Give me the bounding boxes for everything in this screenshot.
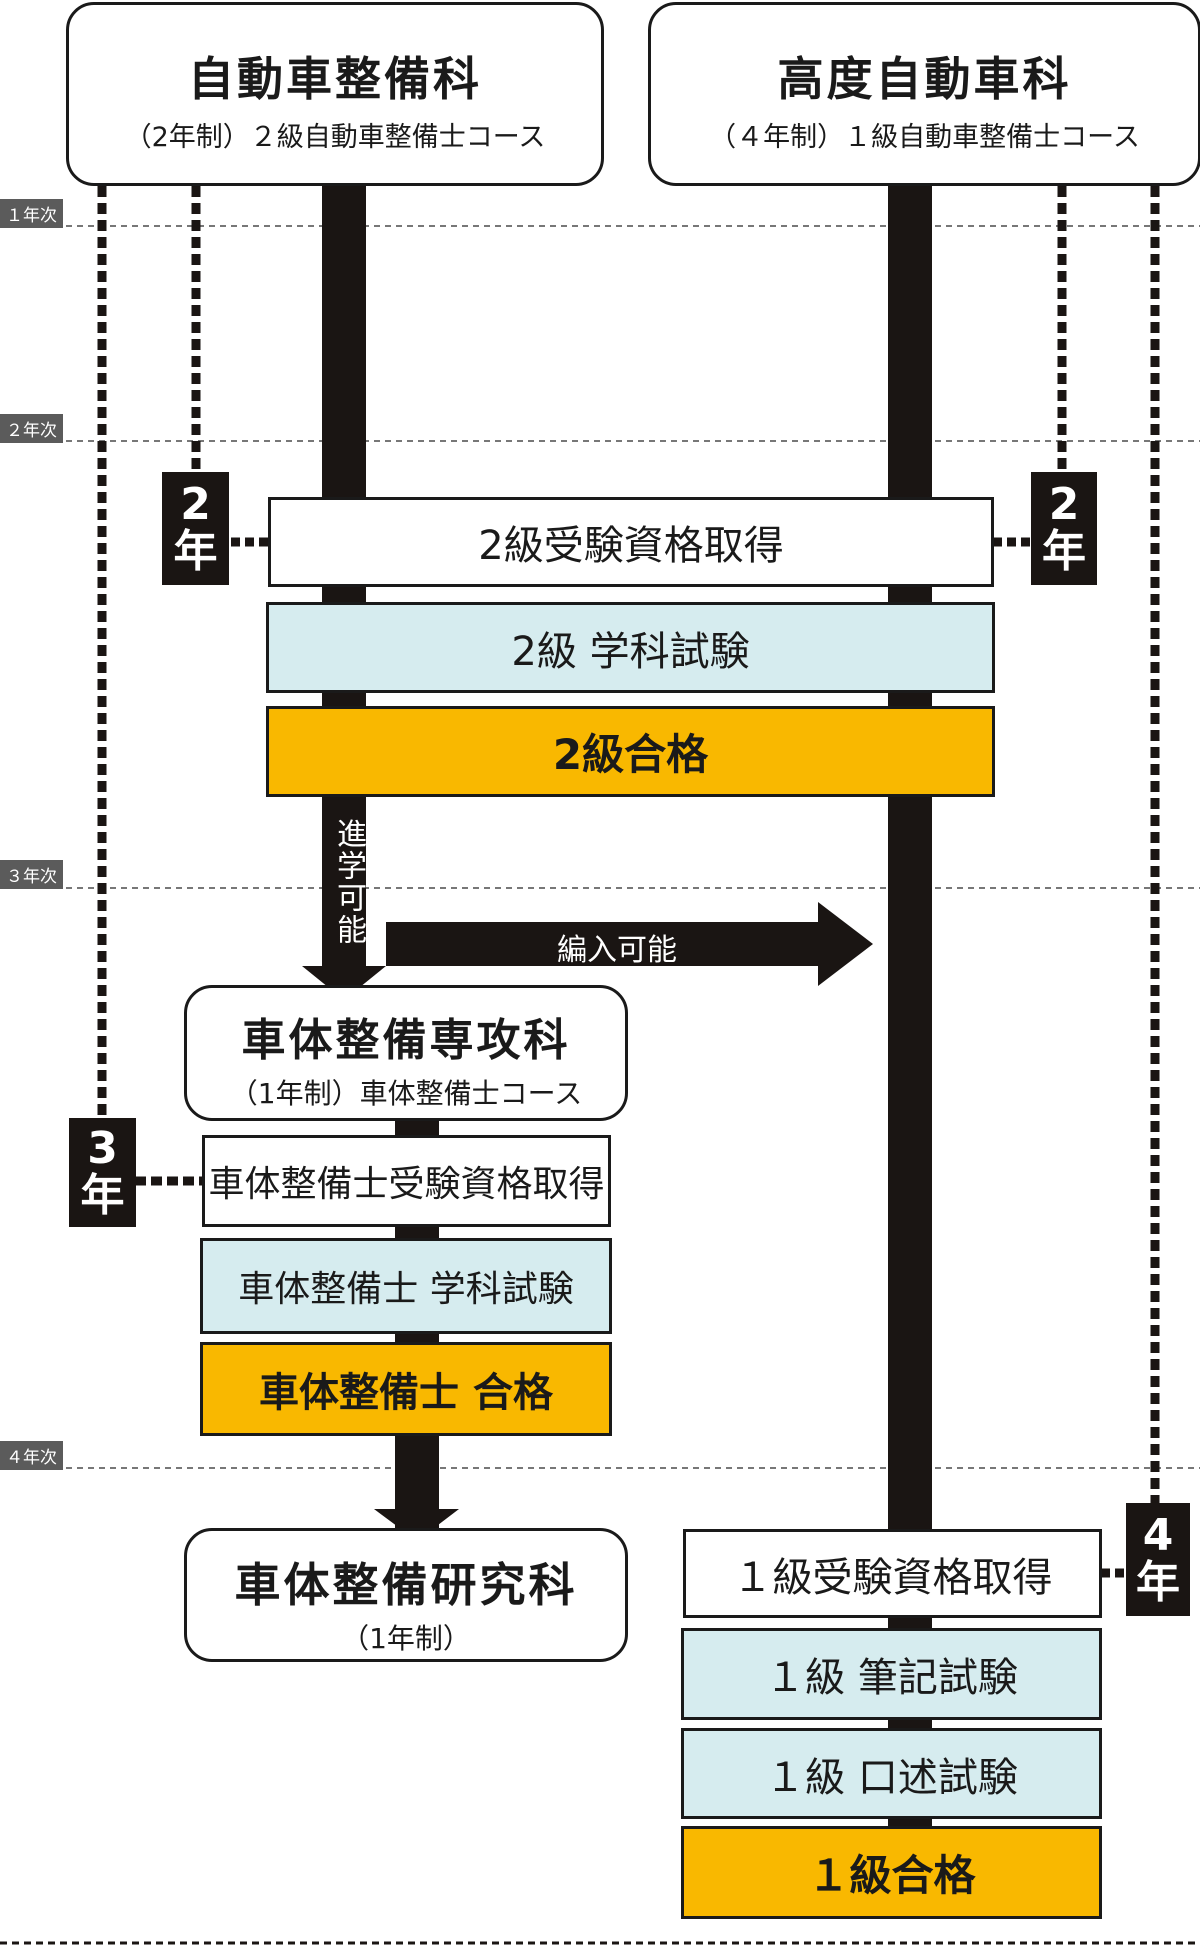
body-exam-box: 車体整備士 学科試験 xyxy=(200,1238,612,1334)
course-title-right: 高度自動車科 xyxy=(777,52,1072,106)
advance-arrow-shaft xyxy=(322,816,366,966)
body-pass-box: 車体整備士 合格 xyxy=(200,1342,612,1436)
badge-4year: 4 年 xyxy=(1126,1503,1190,1616)
badge-3year-unit: 年 xyxy=(80,1169,125,1221)
transfer-arrow-head xyxy=(818,902,873,986)
research-course-box: 車体整備研究科 （1年制） xyxy=(184,1528,628,1662)
bar-grade1-a xyxy=(888,1617,932,1631)
body-course-box: 車体整備専攻科 （1年制）車体整備士コース xyxy=(184,985,628,1121)
grade1-qualify-box: １級受験資格取得 xyxy=(683,1529,1102,1618)
research-arrow-head xyxy=(374,1509,459,1541)
course-subtitle-right: （４年制）１級自動車整備士コース xyxy=(709,122,1140,153)
badge-3year: 3 年 xyxy=(69,1118,136,1227)
badge-4year-unit: 年 xyxy=(1136,1556,1180,1608)
bar-body xyxy=(395,1086,439,1386)
course-subtitle-left: （2年制）２級自動車整備士コース xyxy=(124,122,546,153)
grade1-written-box: １級 筆記試験 xyxy=(681,1628,1102,1720)
bar-grade1-b xyxy=(888,1717,932,1731)
badge-4year-num: 4 xyxy=(1142,1510,1174,1562)
badge-2year-right-num: 2 xyxy=(1048,479,1080,531)
bar-right xyxy=(888,186,932,1531)
grade1-oral-box: １級 口述試験 xyxy=(681,1728,1102,1819)
transfer-label: 編入可能 xyxy=(557,933,677,968)
research-course-title: 車体整備研究科 xyxy=(234,1558,578,1612)
body-course-title: 車体整備専攻科 xyxy=(241,1015,571,1066)
badge-3year-num: 3 xyxy=(87,1123,118,1175)
body-qualify-box: 車体整備士受験資格取得 xyxy=(202,1135,611,1227)
badge-2year-left-num: 2 xyxy=(180,479,211,531)
badge-2year-left: 2 年 xyxy=(162,472,229,585)
badge-2year-right: 2 年 xyxy=(1031,472,1097,585)
grade2-qualify-box: 2級受験資格取得 xyxy=(268,497,994,587)
transfer-arrow-shaft xyxy=(386,922,818,966)
course-title-left: 自動車整備科 xyxy=(188,52,482,106)
advance-label: 進学可能 xyxy=(331,818,366,946)
badge-2year-left-unit: 年 xyxy=(173,525,218,577)
year-label-4: ４年次 xyxy=(0,1441,63,1470)
grade2-pass-box: 2級合格 xyxy=(266,706,995,797)
year-label-2: ２年次 xyxy=(0,414,63,443)
year-label-1: １年次 xyxy=(0,199,63,228)
advance-arrow-head xyxy=(302,966,386,1000)
badge-2year-right-unit: 年 xyxy=(1042,525,1086,577)
course-box-right: 高度自動車科 （４年制）１級自動車整備士コース xyxy=(648,2,1200,186)
grade2-exam-box: 2級 学科試験 xyxy=(266,602,995,693)
year-label-3: ３年次 xyxy=(0,860,63,889)
course-box-left: 自動車整備科 （2年制）２級自動車整備士コース xyxy=(66,2,604,186)
body-course-subtitle: （1年制）車体整備士コース xyxy=(229,1077,583,1110)
grade1-pass-box: １級合格 xyxy=(681,1826,1102,1919)
research-course-subtitle: （1年制） xyxy=(341,1622,471,1655)
